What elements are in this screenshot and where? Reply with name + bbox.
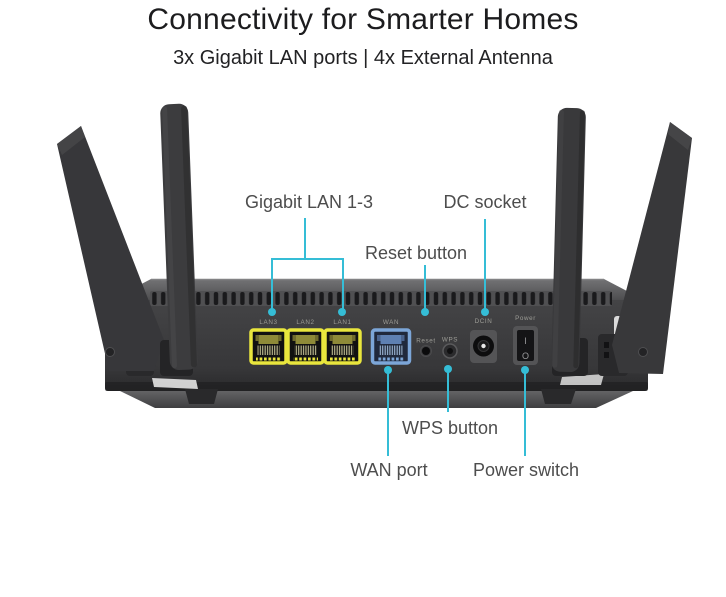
page-title: Connectivity for Smarter Homes (147, 3, 579, 36)
dcin-label: DCIN (475, 318, 493, 325)
hinge-notch (604, 342, 609, 348)
callout-dot-reset (421, 308, 429, 316)
antenna-blade-outer-right (612, 122, 692, 374)
callout-wan-port-label: WAN port (350, 460, 428, 480)
callout-line-lan-stem (304, 218, 306, 260)
callout-reset-button-label: Reset button (364, 243, 468, 263)
lan3-label: LAN3 (259, 319, 277, 326)
callout-line-lan-left (271, 258, 273, 310)
callout-line-lan-bracket (271, 258, 344, 260)
callout-line-lan-right (342, 258, 344, 310)
callout-line-power (524, 373, 526, 456)
base-highlight-left (152, 378, 198, 389)
callout-dot-wps (444, 365, 452, 373)
callout-dot-wan (384, 366, 392, 374)
antenna-stick-inner-right (551, 107, 586, 373)
foot-left (185, 389, 218, 404)
panel-silkscreen-labels: LAN3 LAN2 LAN1 WAN Reset WPS DCIN Power (259, 315, 536, 345)
panel-bottom-shadow (105, 382, 648, 391)
dc-socket (470, 330, 497, 363)
lan1-port (323, 328, 362, 365)
wan-port (370, 328, 412, 365)
callout-line-dc-socket (484, 219, 486, 309)
power-on-mark: I (524, 336, 527, 346)
antenna-screw-left (105, 347, 115, 357)
antenna-blade-outer-left (57, 126, 164, 371)
callout-dot-lan1 (338, 308, 346, 316)
base-highlight-right (560, 374, 604, 385)
callout-dot-dc-socket (481, 308, 489, 316)
callout-gigabit-lan-label: Gigabit LAN 1-3 (244, 192, 374, 212)
blade-tip-highlight (57, 126, 85, 155)
antenna-stick-inner-left (160, 103, 198, 371)
callout-dot-lan3 (268, 308, 276, 316)
callout-dot-power (521, 366, 529, 374)
lan1-label: LAN1 (333, 319, 351, 326)
power-label: Power (515, 315, 536, 322)
callout-line-reset (424, 265, 426, 309)
wps-button (442, 343, 458, 359)
bottom-face (120, 391, 633, 408)
callout-dc-socket-label: DC socket (443, 192, 527, 212)
wps-label: WPS (442, 337, 458, 344)
foot-right (541, 389, 576, 404)
callout-line-wan (387, 373, 389, 456)
power-switch: I O (513, 326, 538, 365)
wan-label: WAN (383, 319, 399, 326)
callout-line-wps (447, 372, 449, 412)
reset-button (420, 345, 432, 357)
vent-slots (150, 291, 612, 306)
rear-panel-ports: I O LAN3 LAN2 LAN1 WAN Reset WPS DCIN Po… (249, 315, 538, 365)
hinge-notch (604, 352, 609, 358)
antenna-screw-right (638, 347, 648, 357)
antennas (57, 103, 692, 376)
callout-power-switch-label: Power switch (472, 460, 580, 480)
reset-label: Reset (416, 338, 435, 345)
lan3-port (249, 328, 288, 365)
blade-tip-highlight (668, 122, 692, 150)
callout-wps-button-label: WPS button (401, 418, 499, 438)
lan2-label: LAN2 (296, 319, 314, 326)
lan2-port (286, 328, 325, 365)
power-off-mark: O (522, 351, 529, 361)
page-subtitle: 3x Gigabit LAN ports | 4x External Anten… (173, 47, 553, 69)
router-body (105, 278, 648, 408)
